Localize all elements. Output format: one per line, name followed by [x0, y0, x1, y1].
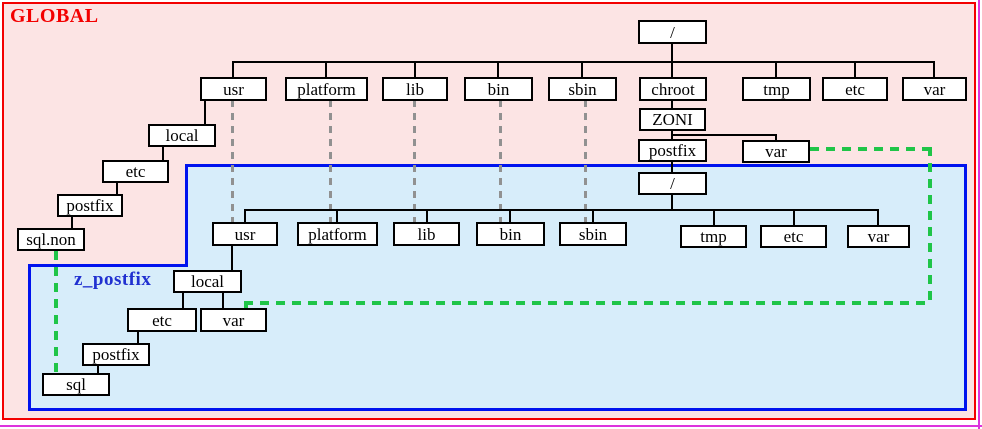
node-global-platform: platform [285, 77, 368, 101]
zedge-usr [244, 209, 246, 222]
edge-postfix-zoneroot [671, 162, 673, 172]
edge-lib [414, 61, 416, 77]
node-zone-bin: bin [476, 222, 545, 246]
zedge-etc [793, 209, 795, 225]
edge-zoni-stub [671, 131, 673, 136]
edge-var [933, 61, 935, 77]
zedge-local-etc [182, 293, 184, 308]
node-zone-sbin: sbin [559, 222, 627, 246]
edge-chroot-zoni [671, 100, 673, 108]
node-global-etc: etc [822, 77, 888, 101]
node-zone-etc: etc [760, 225, 827, 248]
outer-border-bottom [0, 425, 982, 427]
edge-usr [232, 61, 234, 77]
edge-chroot [671, 61, 673, 77]
node-global-zoni: ZONI [639, 108, 706, 131]
node-global-sbin: sbin [548, 77, 617, 101]
zedge-var [877, 209, 879, 225]
node-global-usr-postfix: postfix [57, 194, 123, 217]
edge-etc-postfix [116, 183, 118, 194]
zone-border-right [964, 164, 967, 411]
zedge-sbin [592, 209, 594, 222]
node-global-chroot: chroot [639, 77, 707, 101]
edge-zoni-shelf [671, 134, 777, 136]
green-link-var-v2 [244, 301, 248, 310]
node-global-var: var [902, 77, 967, 101]
gray-dashed-link-bin [499, 100, 502, 222]
edge-zoni-postfix [671, 134, 673, 140]
node-zone-sql: sql [42, 373, 110, 396]
green-link-sql [54, 251, 58, 375]
zedge-root-stub [671, 195, 673, 209]
node-global-sqlnon: sql.non [17, 228, 85, 251]
node-global-lib: lib [382, 77, 448, 101]
z-postfix-zone-label: z_postfix [74, 269, 152, 290]
node-zone-platform: platform [297, 222, 378, 246]
zone-border-top [185, 164, 967, 167]
edge-local-etc [162, 147, 164, 161]
edge-root-stub [671, 43, 673, 61]
node-global-zoni-postfix: postfix [638, 139, 707, 162]
zedge-local-var [222, 293, 224, 308]
edge-postfix-sqlnon [71, 217, 73, 228]
zedge-usr-local [231, 246, 233, 270]
node-zone-root: / [638, 172, 707, 195]
node-zone-var: var [847, 225, 910, 248]
node-global-local: local [148, 124, 216, 147]
edge-sbin [581, 61, 583, 77]
node-global-bin: bin [464, 77, 533, 101]
green-link-var-v1 [928, 147, 932, 305]
global-zone-label: GLOBAL [10, 5, 99, 27]
node-zone-tmp: tmp [680, 225, 747, 248]
gray-dashed-link-usr [231, 100, 234, 222]
node-global-usr: usr [200, 77, 267, 101]
zedge-platform [336, 209, 338, 222]
gray-dashed-link-lib [413, 100, 416, 222]
zedge-lib [426, 209, 428, 222]
green-link-var-h2 [244, 301, 932, 305]
zone-border-step-v [185, 164, 188, 267]
zone-fill-main [187, 167, 964, 408]
zedge-bin [509, 209, 511, 222]
edge-platform [325, 61, 327, 77]
edge-tmp [775, 61, 777, 77]
node-zone-local-var: var [200, 308, 267, 332]
outer-border-right [978, 0, 980, 429]
gray-dashed-link-sbin [584, 100, 587, 222]
zone-border-bottom [28, 408, 967, 411]
edge-usr-local [204, 100, 206, 124]
node-zone-lib: lib [393, 222, 460, 246]
node-global-usr-etc: etc [102, 160, 169, 183]
edge-zoni-var [775, 134, 777, 141]
edge-etc [854, 61, 856, 77]
node-zone-postfix: postfix [82, 343, 150, 366]
node-global-zoni-var: var [742, 140, 810, 163]
node-zone-local: local [173, 270, 242, 293]
zedge-tmp [713, 209, 715, 225]
edge-bin [497, 61, 499, 77]
zone-border-left [28, 264, 31, 411]
node-global-root: / [638, 20, 707, 44]
zedge-postfix-sql [97, 365, 99, 373]
gray-dashed-link-platform [329, 100, 332, 222]
zedge-etc-postfix [137, 332, 139, 343]
node-zone-usr: usr [212, 222, 278, 246]
zedge-root-shelf [244, 209, 879, 211]
edge-root-shelf [232, 61, 935, 63]
node-zone-local-etc: etc [127, 308, 197, 332]
green-link-var-h1 [810, 147, 932, 151]
zone-border-step-h [28, 264, 188, 267]
node-global-tmp: tmp [742, 77, 811, 101]
